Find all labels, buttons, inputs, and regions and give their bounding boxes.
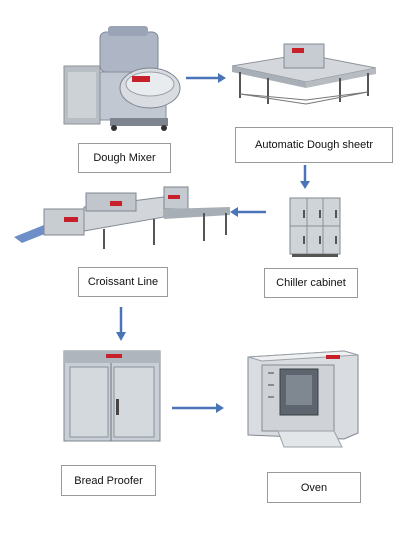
arrow-croissant-to-proofer xyxy=(116,307,126,341)
chiller-cabinet-label: Chiller cabinet xyxy=(264,268,358,298)
dough-mixer-image xyxy=(63,26,181,131)
croissant-line-label: Croissant Line xyxy=(78,267,168,297)
croissant-line-image xyxy=(14,186,230,249)
arrow-sheeter-to-chiller xyxy=(300,165,310,189)
dough-mixer-label: Dough Mixer xyxy=(78,143,171,173)
arrow-chiller-to-croissant xyxy=(230,207,266,217)
oven-image xyxy=(247,350,359,448)
chiller-cabinet-image xyxy=(289,197,341,257)
bread-proofer-image xyxy=(63,350,161,442)
bread-proofer-label: Bread Proofer xyxy=(61,465,156,496)
arrow-mixer-to-sheeter xyxy=(186,73,226,83)
arrow-proofer-to-oven xyxy=(172,403,224,413)
dough-sheeter-image xyxy=(231,43,377,105)
oven-label: Oven xyxy=(267,472,361,503)
dough-sheeter-label: Automatic Dough sheetr xyxy=(235,127,393,163)
